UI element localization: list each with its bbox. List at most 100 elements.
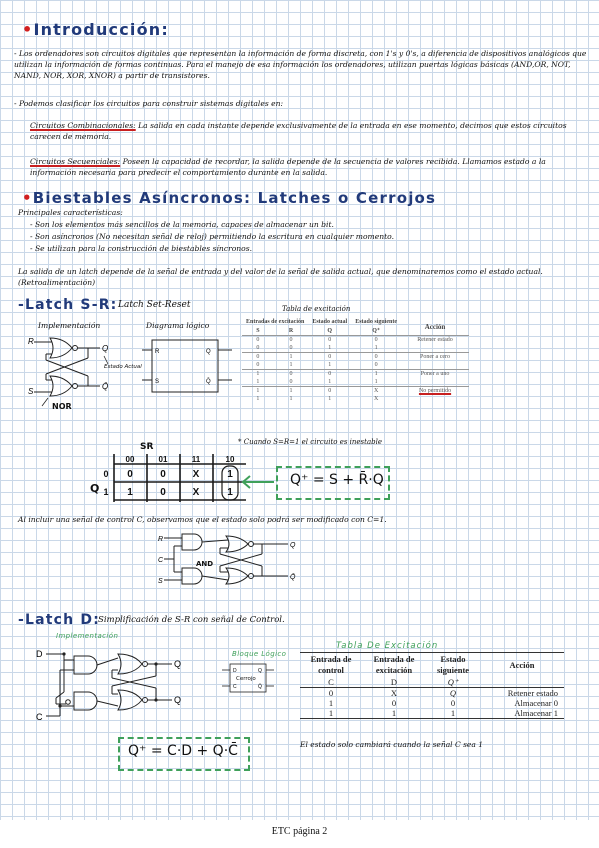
svg-text:R: R	[155, 349, 160, 355]
kmap-row-label: 1	[103, 487, 108, 497]
svg-text:Q̄: Q̄	[206, 378, 211, 385]
t1-header-current: Estado actual	[312, 319, 348, 325]
t1-action-cell	[401, 344, 469, 353]
latch-block-label: Cerrojo	[236, 676, 256, 682]
t2-cell: X	[362, 687, 426, 698]
t1-cell: 1	[289, 362, 293, 368]
svg-text:C: C	[233, 684, 237, 690]
kmap-cell: 1	[127, 487, 133, 498]
t2-sub-c: C	[328, 677, 334, 687]
t1-cell: 0	[308, 335, 352, 344]
t2-header-control: Entrada de control	[300, 652, 362, 677]
kmap-cell: X	[193, 469, 200, 480]
kmap-sr-label: SR	[140, 442, 154, 452]
t1-cell: 1	[273, 386, 309, 395]
latch-sr-heading: -Latch S-R:	[18, 297, 118, 313]
t1-cell: 0	[256, 345, 260, 351]
t2-sub-d: D	[390, 677, 398, 687]
sr-logic-block: R S Q Q̄	[142, 339, 232, 393]
grid-background	[0, 0, 599, 820]
combinational-definition: Circuitos Combinacionales: La salida en …	[30, 120, 585, 142]
t1-cell: 0	[242, 352, 274, 361]
t1-header-inputs: Entradas de excitación	[246, 319, 305, 325]
svg-text:Q: Q	[290, 542, 296, 549]
svg-text:C: C	[36, 712, 43, 722]
t1-action-cell: Retener estado	[401, 335, 470, 344]
d-equation-box	[118, 737, 250, 771]
svg-text:Q: Q	[174, 659, 181, 669]
svg-text:Q̄: Q̄	[258, 683, 262, 690]
svg-text:R: R	[28, 337, 34, 346]
t1-cell: 1	[351, 369, 402, 378]
nor-label: NOR	[52, 402, 72, 411]
t1-cell: 1	[256, 396, 260, 402]
sequential-definition: Circuitos Secuenciales: Poseen la capaci…	[30, 156, 585, 178]
t1-header-next: Estado siguiente	[355, 319, 398, 325]
svg-text:C: C	[158, 557, 164, 564]
t1-cell: 0	[351, 352, 402, 361]
logic-block-label: Bloque Lógico	[232, 650, 287, 658]
characteristic-2: - Son asíncronos (No necesitan señal de …	[30, 232, 395, 241]
latch-d-subtitle: Simplificación de S-R con señal de Contr…	[98, 615, 285, 625]
svg-text:D: D	[36, 649, 43, 659]
latch-d-heading: -Latch D:	[18, 612, 101, 628]
d-equation: Q⁺ = C·D + Q·C̄	[128, 743, 238, 759]
bistables-heading: •Biestables Asíncronos: Latches o Cerroj…	[22, 189, 437, 207]
svg-text:S: S	[158, 578, 163, 585]
t2-header-action: Acción	[480, 652, 564, 677]
t2-cell: 0	[450, 698, 456, 708]
sr-equation-box	[276, 466, 390, 500]
t1-cell: 1	[328, 345, 332, 351]
latch-output-paragraph: La salida de un latch depende de la seña…	[18, 267, 543, 287]
intro-heading: •Introducción:	[22, 20, 169, 39]
kmap-cell: X	[193, 487, 200, 498]
t1-cell: 0	[308, 369, 352, 378]
t1-cell: 1	[256, 379, 260, 385]
t1-cell: 1	[273, 352, 309, 361]
characteristic-1: - Son los elementos más sencillos de la …	[30, 220, 334, 229]
and-label: AND	[196, 560, 214, 568]
svg-text:Q: Q	[174, 695, 181, 705]
svg-text:Q̄: Q̄	[102, 382, 108, 391]
svg-text:Q̄: Q̄	[290, 573, 296, 581]
classify-paragraph: - Podemos clasificar los circuitos para …	[14, 99, 284, 108]
implementation-label-d: Implementación	[56, 632, 119, 640]
characteristics-title: Principales características:	[18, 208, 123, 217]
t2-sub-empty	[480, 677, 564, 688]
svg-text:S: S	[155, 379, 159, 385]
t1-action-cell	[401, 395, 469, 403]
combinational-term: Circuitos Combinacionales:	[30, 121, 136, 130]
t1-cell: 0	[289, 379, 293, 385]
kmap-cell: 1	[227, 469, 233, 480]
logic-diagram-label: Diagrama lógico	[146, 321, 210, 330]
t1-sub-qnext: Q⁺	[372, 328, 381, 334]
nor-gate-bottom	[49, 375, 73, 397]
t1-action-cell	[401, 361, 469, 370]
page-footer: ETC página 2	[271, 826, 328, 837]
gated-sr-latch-circuit: R C S Q Q̄	[158, 533, 296, 585]
kmap-column-label: 10	[226, 455, 235, 464]
sequential-term: Circuitos Secuenciales:	[30, 157, 121, 166]
t2-action-cell: Almacenar 1	[480, 708, 564, 719]
t2-action-cell: Almacenar 0	[514, 698, 558, 708]
svg-text:R: R	[158, 536, 163, 543]
t2-cell: 1	[328, 698, 334, 708]
t1-cell: 0	[242, 335, 274, 344]
kmap-cell: 0	[160, 469, 166, 480]
sr-latch-nor-circuit: R S Q Q̄	[28, 337, 109, 407]
kmap-q-label: Q	[90, 482, 100, 495]
d-latch-block: D C Q Q̄	[222, 663, 274, 693]
t1-cell: 0	[289, 345, 293, 351]
svg-text:Q: Q	[206, 349, 211, 355]
t2-cell: 1	[362, 708, 426, 719]
t1-action-cell: Poner a uno	[401, 369, 470, 378]
t2-cell: Q	[426, 687, 480, 698]
t1-cell: 0	[308, 352, 352, 361]
unstable-note: * Cuando S=R=1 el circuito es inestable	[238, 438, 382, 446]
t2-cell: 0	[300, 687, 362, 698]
t1-cell: 0	[351, 335, 402, 344]
